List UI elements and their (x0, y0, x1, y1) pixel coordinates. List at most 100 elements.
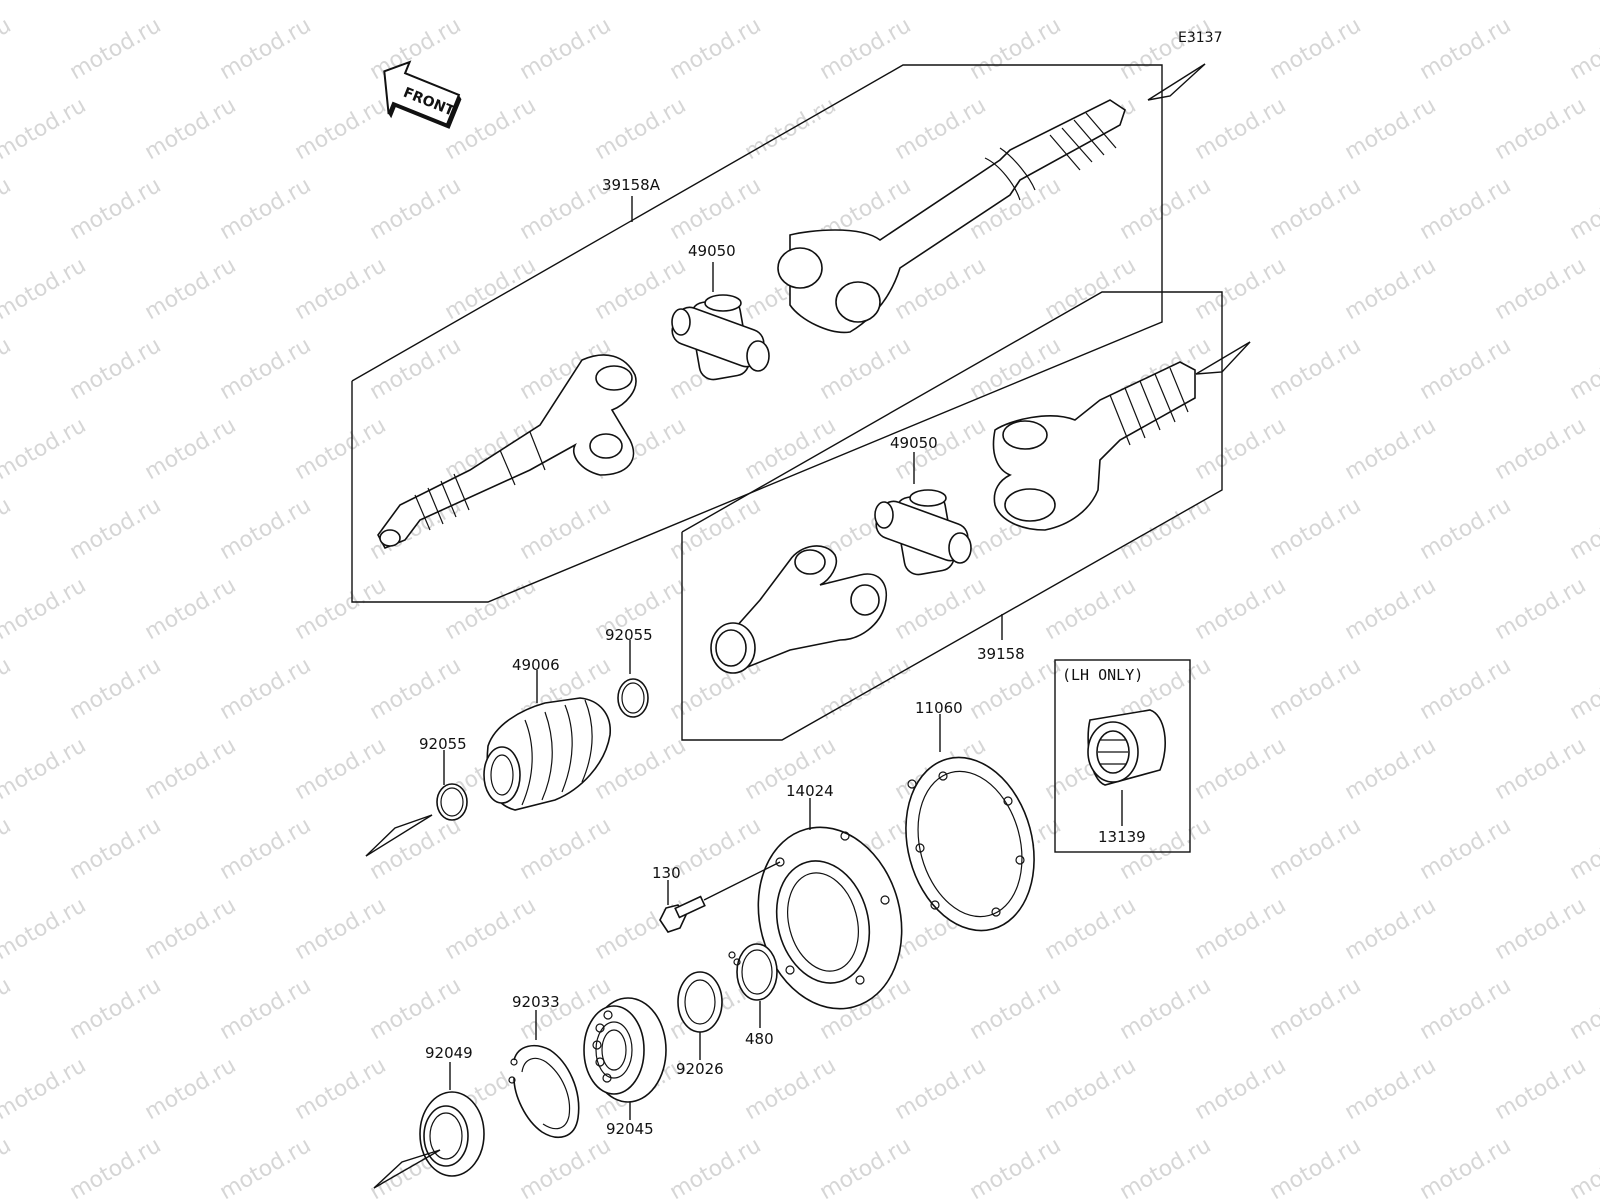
watermark-text: motod.ru (1266, 653, 1366, 725)
watermark-text: motod.ru (816, 653, 916, 725)
watermark-text: motod.ru (741, 1053, 841, 1125)
watermark-text: motod.ru (1566, 653, 1600, 725)
watermark-text: motod.ru (291, 1053, 391, 1125)
watermark-text: motod.ru (816, 13, 916, 85)
watermark-text: motod.ru (741, 413, 841, 485)
watermark-text: motod.ru (666, 173, 766, 245)
label-39158A: 39158A (602, 176, 661, 194)
watermark-text: motod.ru (0, 1133, 15, 1200)
label-92049: 92049 (425, 1044, 473, 1062)
watermark-text: motod.ru (291, 413, 391, 485)
watermark-text: motod.ru (1191, 733, 1291, 805)
watermark-text: motod.ru (516, 813, 616, 885)
watermark-text: motod.ru (1566, 173, 1600, 245)
group-frame-39158 (681, 291, 1223, 741)
watermark-text: motod.ru (216, 493, 316, 565)
watermark-text: motod.ru (1416, 653, 1516, 725)
watermark-text: motod.ru (1416, 173, 1516, 245)
watermark-text: motod.ru (591, 93, 691, 165)
watermark-text: motod.ru (216, 1133, 316, 1200)
watermark-text: motod.ru (1341, 93, 1441, 165)
watermark-text: motod.ru (1041, 0, 1141, 5)
watermark-text: motod.ru (1266, 813, 1366, 885)
watermark-text: motod.ru (1116, 173, 1216, 245)
watermark-text: motod.ru (891, 573, 991, 645)
watermark-text: motod.ru (216, 13, 316, 85)
watermark-text: motod.ru (366, 653, 466, 725)
watermark-text: motod.ru (1266, 1133, 1366, 1200)
watermark-text: motod.ru (666, 493, 766, 565)
watermark-text: motod.ru (441, 893, 541, 965)
watermark-text: motod.ru (291, 573, 391, 645)
watermark-text: motod.ru (1416, 1133, 1516, 1200)
watermark-text: motod.ru (1041, 1053, 1141, 1125)
watermark-text: motod.ru (0, 93, 90, 165)
gasket-11060 (905, 756, 1035, 932)
watermark-text: motod.ru (291, 733, 391, 805)
input-yoke (710, 545, 887, 674)
watermark-text: motod.ru (666, 1133, 766, 1200)
watermark-text: motod.ru (1116, 493, 1216, 565)
watermark-text: motod.ru (141, 893, 241, 965)
watermark-text: motod.ru (966, 653, 1066, 725)
label-14024: 14024 (786, 782, 834, 800)
circlip-92055-left (436, 783, 468, 821)
watermark-text: motod.ru (1416, 13, 1516, 85)
watermark-text: motod.ru (66, 13, 166, 85)
watermark-text: motod.ru (1191, 253, 1291, 325)
bolt-130 (659, 895, 706, 933)
watermark-text: motod.ru (1191, 573, 1291, 645)
watermark-text: motod.ru (216, 653, 316, 725)
label-49006: 49006 (512, 656, 560, 674)
watermark-text: motod.ru (291, 893, 391, 965)
circlip-92033 (508, 1044, 580, 1139)
group-frame-39158A (351, 64, 1163, 603)
watermark-text: motod.ru (1491, 573, 1591, 645)
watermark-text: motod.ru (816, 1133, 916, 1200)
watermark-text: motod.ru (1491, 1053, 1591, 1125)
watermark-text: motod.ru (66, 813, 166, 885)
watermark-text: motod.ru (441, 0, 541, 5)
label-480: 480 (745, 1030, 774, 1048)
watermark-text: motod.ru (816, 333, 916, 405)
watermark-text: motod.ru (0, 0, 90, 5)
housing-14024 (757, 826, 903, 1010)
watermark-text: motod.ru (1341, 0, 1441, 5)
label-92045: 92045 (606, 1120, 654, 1138)
watermark-text: motod.ru (1416, 973, 1516, 1045)
watermark-text: motod.ru (1566, 1133, 1600, 1200)
watermark-text: motod.ru (216, 173, 316, 245)
watermark-text: motod.ru (1191, 893, 1291, 965)
watermark-text: motod.ru (1416, 493, 1516, 565)
watermark-text: motod.ru (1116, 13, 1216, 85)
inner-shaft (377, 354, 637, 550)
label-49050-upper: 49050 (688, 242, 736, 260)
lh-only-box (1054, 659, 1191, 853)
watermark-text: motod.ru (1191, 1053, 1291, 1125)
watermark-text: motod.ru (0, 573, 90, 645)
watermark-text: motod.ru (1116, 813, 1216, 885)
watermark-text: motod.ru (216, 973, 316, 1045)
watermark-text: motod.ru (1566, 973, 1600, 1045)
cv-boot (483, 697, 611, 811)
watermark-text: motod.ru (366, 13, 466, 85)
watermark-text: motod.ru (1491, 93, 1591, 165)
watermark-text: motod.ru (291, 93, 391, 165)
watermark-text: motod.ru (441, 573, 541, 645)
watermark-text: motod.ru (516, 13, 616, 85)
watermark-text: motod.ru (1266, 973, 1366, 1045)
watermark-text: motod.ru (0, 13, 15, 85)
watermark-text: motod.ru (966, 1133, 1066, 1200)
universal-joint-lower (874, 489, 972, 576)
watermark-text: motod.ru (366, 173, 466, 245)
watermark-text: motod.ru (1491, 733, 1591, 805)
watermark-text: motod.ru (1566, 333, 1600, 405)
watermark-text: motod.ru (1266, 493, 1366, 565)
watermark-text: motod.ru (516, 173, 616, 245)
watermark-text: motod.ru (441, 253, 541, 325)
watermark-text: motod.ru (1491, 253, 1591, 325)
diagram-code: E3137 (1178, 30, 1222, 46)
universal-joint-upper (671, 294, 770, 381)
watermark-text: motod.ru (1566, 813, 1600, 885)
watermark-text: motod.ru (66, 333, 166, 405)
